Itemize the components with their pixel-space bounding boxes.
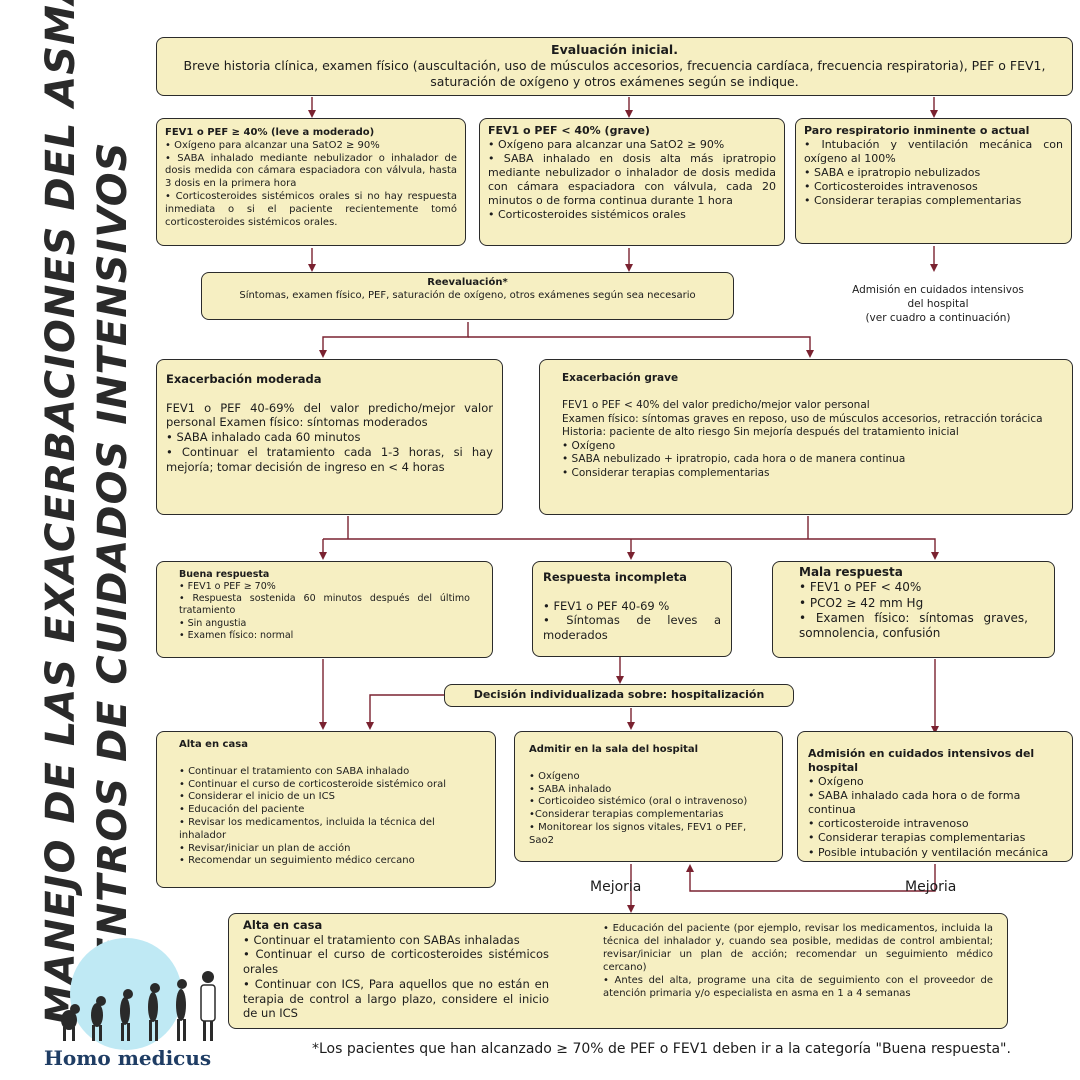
icu-note-line: del hospital — [907, 298, 969, 311]
hospitalization-decision-box: Decisión individualizada sobre: hospital… — [444, 684, 794, 707]
home-final-right-item: • Antes del alta, programe una cita de s… — [603, 975, 993, 999]
poor-response-box: Mala respuesta • FEV1 o PEF < 40% • PCO2… — [772, 561, 1055, 658]
ward-item: • Corticoideo sistémico (oral o intraven… — [529, 796, 748, 808]
initial-evaluation-title: Evaluación inicial. — [551, 42, 678, 57]
severe-item: • Corticosteroides sistémicos orales — [488, 208, 686, 222]
home-final-right-item: • Educación del paciente (por ejemplo, r… — [603, 923, 993, 973]
ward-item: • Oxígeno — [529, 770, 580, 782]
initial-evaluation-box: Evaluación inicial. Breve historia clíni… — [156, 37, 1073, 96]
ward-item: • Monitorear los signos vitales, FEV1 o … — [529, 821, 747, 846]
vertical-title-line1: MANEJO DE LAS EXACERBACIONES DEL ASMA EN — [38, 0, 84, 1025]
severe-title: FEV1 o PEF < 40% (grave) — [488, 124, 650, 137]
home-discharge-final-box: Alta en casa • Continuar el tratamiento … — [228, 913, 1008, 1029]
reevaluation-box: Reevaluación* Síntomas, examen físico, P… — [201, 272, 734, 320]
icu-note-line: Admisión en cuidados intensivos — [852, 284, 1024, 296]
icu-admission-title: Admisión en cuidados intensivos del hosp… — [808, 747, 1035, 775]
mild-item: • SABA inhalado mediante nebulizador o i… — [165, 152, 457, 190]
severe-item: • SABA inhalado en dosis alta más ipratr… — [488, 152, 776, 208]
evolution-figures-icon — [61, 971, 216, 1041]
vertical-title-line2: CENTROS DE CUIDADOS INTENSIVOS — [90, 141, 136, 995]
moderate-line: • Continuar el tratamiento cada 1-3 hora… — [166, 444, 493, 474]
icu-item: • SABA inhalado cada hora o de forma con… — [808, 789, 1021, 817]
moderate-line: • SABA inhalado cada 60 minutos — [166, 430, 361, 445]
poor-item: • Examen físico: síntomas graves, somnol… — [799, 611, 1028, 641]
good-response-box: Buena respuesta • FEV1 o PEF ≥ 70% • Res… — [156, 561, 493, 658]
severe-exacerbation-box: Exacerbación grave FEV1 o PEF < 40% del … — [539, 359, 1073, 515]
poor-response-title: Mala respuesta — [799, 565, 903, 579]
icu-item: • Posible intubación y ventilación mecán… — [808, 845, 1049, 859]
incomplete-item: • FEV1 o PEF 40-69 % — [543, 598, 670, 613]
arrest-item: • Considerar terapias complementarias — [804, 194, 1022, 208]
mild-moderate-title: FEV1 o PEF ≥ 40% (leve a moderado) — [165, 127, 375, 138]
good-item: • FEV1 o PEF ≥ 70% — [179, 581, 276, 593]
severe-exac-item: • Oxígeno — [562, 439, 616, 452]
icu-item: • Oxígeno — [808, 775, 864, 789]
icu-note-line: (ver cuadro a continuación) — [865, 312, 1011, 325]
initial-evaluation-text: Breve historia clínica, examen físico (a… — [183, 58, 1046, 89]
severe-item: • Oxígeno para alcanzar una SatO2 ≥ 90% — [488, 138, 725, 152]
icu-item: • Considerar terapias complementarias — [808, 831, 1026, 845]
severe-exac-item: • SABA nebulizado + ipratropio, cada hor… — [562, 453, 906, 466]
home-item: • Revisar los medicamentos, incluida la … — [179, 816, 435, 841]
home-discharge-box: Alta en casa • Continuar el tratamiento … — [156, 731, 496, 888]
home-final-right-column: • Educación del paciente (por ejemplo, r… — [603, 922, 993, 1000]
home-item: • Educación del paciente — [179, 804, 305, 816]
icu-admission-note: Admisión en cuidados intensivos del hosp… — [828, 283, 1048, 326]
reevaluation-title: Reevaluación* — [427, 277, 508, 288]
incomplete-response-box: Respuesta incompleta • FEV1 o PEF 40-69 … — [532, 561, 732, 657]
moderate-exacerbation-box: Exacerbación moderada FEV1 o PEF 40-69% … — [156, 359, 503, 515]
poor-item: • PCO2 ≥ 42 mm Hg — [799, 595, 924, 610]
poor-item: • FEV1 o PEF < 40% — [799, 580, 922, 595]
home-item: • Revisar/iniciar un plan de acción — [179, 842, 351, 854]
arrest-item: • SABA e ipratropio nebulizados — [804, 166, 981, 180]
icu-admission-box: Admisión en cuidados intensivos del hosp… — [797, 731, 1073, 862]
home-final-left-column: Alta en casa • Continuar el tratamiento … — [243, 918, 549, 1021]
respiratory-arrest-box: Paro respiratorio inminente o actual • I… — [795, 118, 1072, 244]
moderate-exacerbation-title: Exacerbación moderada — [166, 372, 322, 386]
mild-item: • Oxígeno para alcanzar una SatO2 ≥ 90% — [165, 139, 380, 151]
ward-item: • SABA inhalado — [529, 783, 612, 795]
incomplete-item: • Síntomas de leves a moderados — [543, 613, 721, 643]
severe-exac-item: FEV1 o PEF < 40% del valor predicho/mejo… — [562, 399, 870, 412]
good-response-title: Buena respuesta — [179, 569, 270, 580]
mild-item: • Corticosteroides sistémicos orales si … — [165, 190, 457, 228]
severe-exac-item: • Considerar terapias complementarias — [562, 466, 770, 479]
hospital-ward-box: Admitir en la sala del hospital • Oxígen… — [514, 731, 783, 862]
mild-moderate-box: FEV1 o PEF ≥ 40% (leve a moderado) • Oxí… — [156, 118, 466, 246]
home-final-left-item: • Continuar el curso de corticosteroides… — [243, 947, 549, 977]
ward-item: •Considerar terapias complementarias — [529, 809, 724, 821]
good-item: • Sin angustia — [179, 617, 247, 629]
home-item: • Considerar el inicio de un ICS — [179, 791, 335, 803]
footnote: *Los pacientes que han alcanzado ≥ 70% d… — [312, 1041, 1011, 1057]
home-final-left-item: • Continuar con ICS, Para aquellos que n… — [243, 976, 549, 1021]
severe-exacerbation-title: Exacerbación grave — [562, 372, 679, 384]
hospital-ward-title: Admitir en la sala del hospital — [529, 744, 699, 755]
home-item: • Continuar el tratamiento con SABA inha… — [179, 765, 410, 777]
reevaluation-text: Síntomas, examen físico, PEF, saturación… — [239, 289, 696, 301]
home-final-left-item: • Continuar el tratamiento con SABAs inh… — [243, 932, 520, 947]
improvement-label-right: Mejoria — [905, 879, 957, 895]
severe-box: FEV1 o PEF < 40% (grave) • Oxígeno para … — [479, 118, 785, 246]
home-item: • Continuar el curso de corticosteroide … — [179, 778, 447, 790]
home-final-title: Alta en casa — [243, 918, 323, 932]
arrest-item: • Intubación y ventilación mecánica con … — [804, 138, 1063, 166]
hospitalization-decision-text: Decisión individualizada sobre: hospital… — [473, 688, 765, 701]
good-item: • Examen físico: normal — [179, 629, 294, 641]
respiratory-arrest-title: Paro respiratorio inminente o actual — [804, 124, 1030, 137]
home-item: • Recomendar un seguimiento médico cerca… — [179, 855, 415, 867]
severe-exac-item: Historia: paciente de alto riesgo Sin me… — [562, 426, 959, 439]
incomplete-response-title: Respuesta incompleta — [543, 570, 687, 584]
moderate-line: FEV1 o PEF 40-69% del valor predicho/mej… — [166, 400, 493, 430]
icu-item: • corticosteroide intravenoso — [808, 817, 969, 831]
improvement-label-left: Mejoria — [590, 879, 642, 895]
good-item: • Respuesta sostenida 60 minutos después… — [179, 593, 470, 617]
brand-logo-text: Homo medicus — [44, 1046, 212, 1070]
severe-exac-item: Examen físico: síntomas graves en reposo… — [562, 412, 1043, 425]
home-discharge-title: Alta en casa — [179, 739, 248, 750]
arrest-item: • Corticosteroides intravenosos — [804, 180, 978, 194]
